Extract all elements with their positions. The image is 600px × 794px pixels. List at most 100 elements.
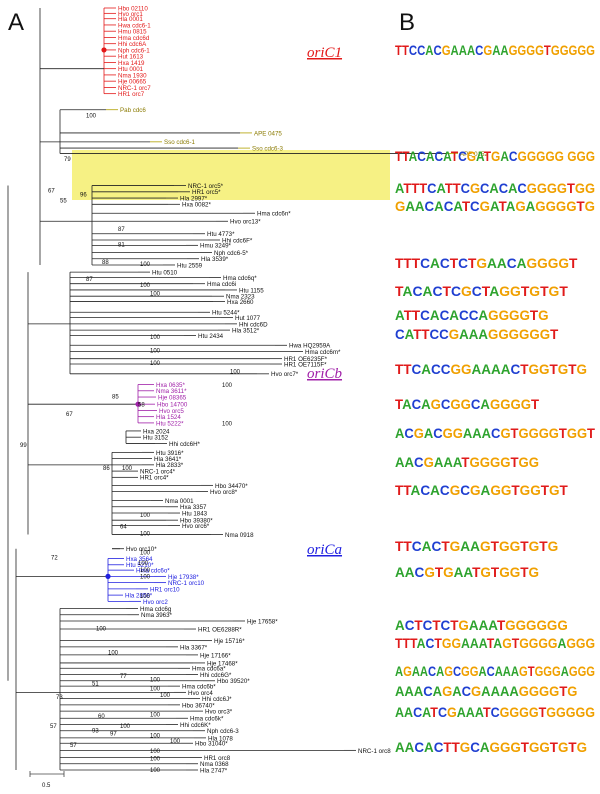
logo-base: T: [450, 617, 459, 633]
logo-base: T: [550, 361, 559, 377]
tree-leaf-label: Nma 3963*: [141, 612, 173, 619]
bootstrap-value: 100: [140, 551, 151, 557]
tree-leaf-label: Htu 0510: [152, 270, 178, 277]
logo-base: G: [502, 635, 512, 651]
bootstrap-value: 60: [98, 714, 105, 720]
logo-base: C: [423, 617, 433, 633]
logo-base: G: [403, 663, 412, 679]
tree-leaf-label: Hut 1077: [235, 315, 261, 322]
logo-base: A: [433, 683, 442, 699]
logo-base: C: [491, 704, 500, 720]
logo-base: G: [450, 396, 460, 412]
bootstrap-value: 58: [138, 402, 145, 408]
logo-base: C: [415, 564, 425, 580]
bootstrap-value: 100: [222, 422, 233, 428]
logo-base: C: [413, 704, 422, 720]
logo-base: T: [419, 180, 427, 196]
logo-base: G: [529, 704, 539, 720]
sequence-logo: AACATCGAAATCGGGGTGGGGG: [395, 704, 595, 720]
logo-base: A: [402, 396, 412, 412]
tree-leaf-label: Hla 1524: [156, 414, 181, 421]
logo-base: G: [518, 425, 528, 441]
bootstrap-value: 87: [86, 277, 93, 283]
logo-base: T: [550, 326, 559, 342]
logo-base: G: [577, 739, 588, 755]
logo-base: G: [516, 617, 527, 633]
logo-base: G: [567, 683, 577, 699]
logo-base: G: [500, 425, 510, 441]
logo-base: A: [469, 617, 479, 633]
logo-base: T: [412, 307, 421, 323]
tree-leaf-label: Hxa 0082*: [182, 202, 211, 209]
logo-base: G: [471, 683, 481, 699]
bootstrap-value: 100: [122, 466, 133, 472]
logo-base: T: [531, 396, 539, 412]
logo-base: A: [424, 739, 434, 755]
logo-base: G: [509, 307, 520, 323]
logo-base: G: [480, 564, 491, 580]
bootstrap-value: 100: [140, 575, 151, 581]
logo-base: T: [403, 538, 412, 554]
tree-leaf-label: Hje 08365: [158, 394, 187, 401]
logo-base: C: [427, 180, 436, 196]
logo-base: A: [461, 635, 470, 651]
logo-base: G: [517, 42, 526, 58]
logo-base: A: [472, 425, 481, 441]
tree-leaf-label: Hje 17938*: [168, 574, 199, 581]
logo-base: T: [484, 148, 492, 164]
logo-base: G: [470, 663, 479, 679]
tree-leaf-label: Hhi cdc6K*: [180, 722, 211, 729]
logo-base: C: [509, 148, 518, 164]
logo-base: A: [489, 180, 498, 196]
logo-base: A: [402, 283, 412, 299]
logo-base: G: [569, 663, 578, 679]
logo-base: C: [439, 326, 449, 342]
sequence-logo: TTCACTGAAGTGGTGTG: [395, 538, 558, 554]
logo-base: A: [405, 739, 415, 755]
logo-base: T: [395, 361, 404, 377]
logo-base: T: [541, 482, 550, 498]
logo-base: C: [480, 180, 489, 196]
logo-base: C: [461, 180, 470, 196]
logo-base: A: [395, 663, 403, 679]
logo-base: C: [435, 148, 444, 164]
logo-base: T: [395, 482, 404, 498]
logo-base: T: [468, 255, 477, 271]
bootstrap-value: 100: [150, 292, 161, 298]
logo-base: G: [547, 617, 558, 633]
logo-base: G: [461, 283, 472, 299]
bootstrap-value: 67: [66, 412, 73, 418]
logo-base: G: [578, 663, 587, 679]
tree-leaf-label: Hvo orc6*: [182, 523, 210, 530]
logo-base: G: [529, 683, 539, 699]
tree-leaf-label: NRC-1 orc10: [168, 580, 205, 587]
logo-base: A: [460, 538, 470, 554]
tree-leaf-label: Hwa cdc6-1: [118, 22, 151, 29]
logo-base: T: [559, 283, 568, 299]
logo-base: G: [538, 635, 548, 651]
logo-base: G: [585, 635, 595, 651]
logo-base: T: [452, 739, 461, 755]
logo-base: T: [520, 538, 529, 554]
logo-base: G: [529, 538, 540, 554]
logo-base: G: [545, 148, 554, 164]
logo-base: G: [547, 180, 557, 196]
logo-base: T: [528, 663, 535, 679]
logo-base: A: [443, 148, 452, 164]
bootstrap-value: 96: [80, 193, 87, 199]
logo-base: A: [476, 148, 485, 164]
logo-base: G: [480, 538, 491, 554]
logo-base: G: [491, 148, 500, 164]
logo-base: T: [567, 180, 575, 196]
logo-base: G: [549, 283, 560, 299]
tree-leaf-label: Hma cdc6a*: [192, 666, 226, 673]
logo-base: G: [500, 739, 511, 755]
logo-base: C: [451, 283, 461, 299]
logo-base: C: [411, 361, 421, 377]
bootstrap-value: 72: [51, 555, 58, 561]
logo-base: G: [499, 307, 510, 323]
logo-base: G: [490, 739, 501, 755]
logo-base: T: [511, 425, 519, 441]
logo-base: C: [440, 307, 450, 323]
sequence-logo: ATTCACACCAGGGGTG: [395, 307, 549, 323]
